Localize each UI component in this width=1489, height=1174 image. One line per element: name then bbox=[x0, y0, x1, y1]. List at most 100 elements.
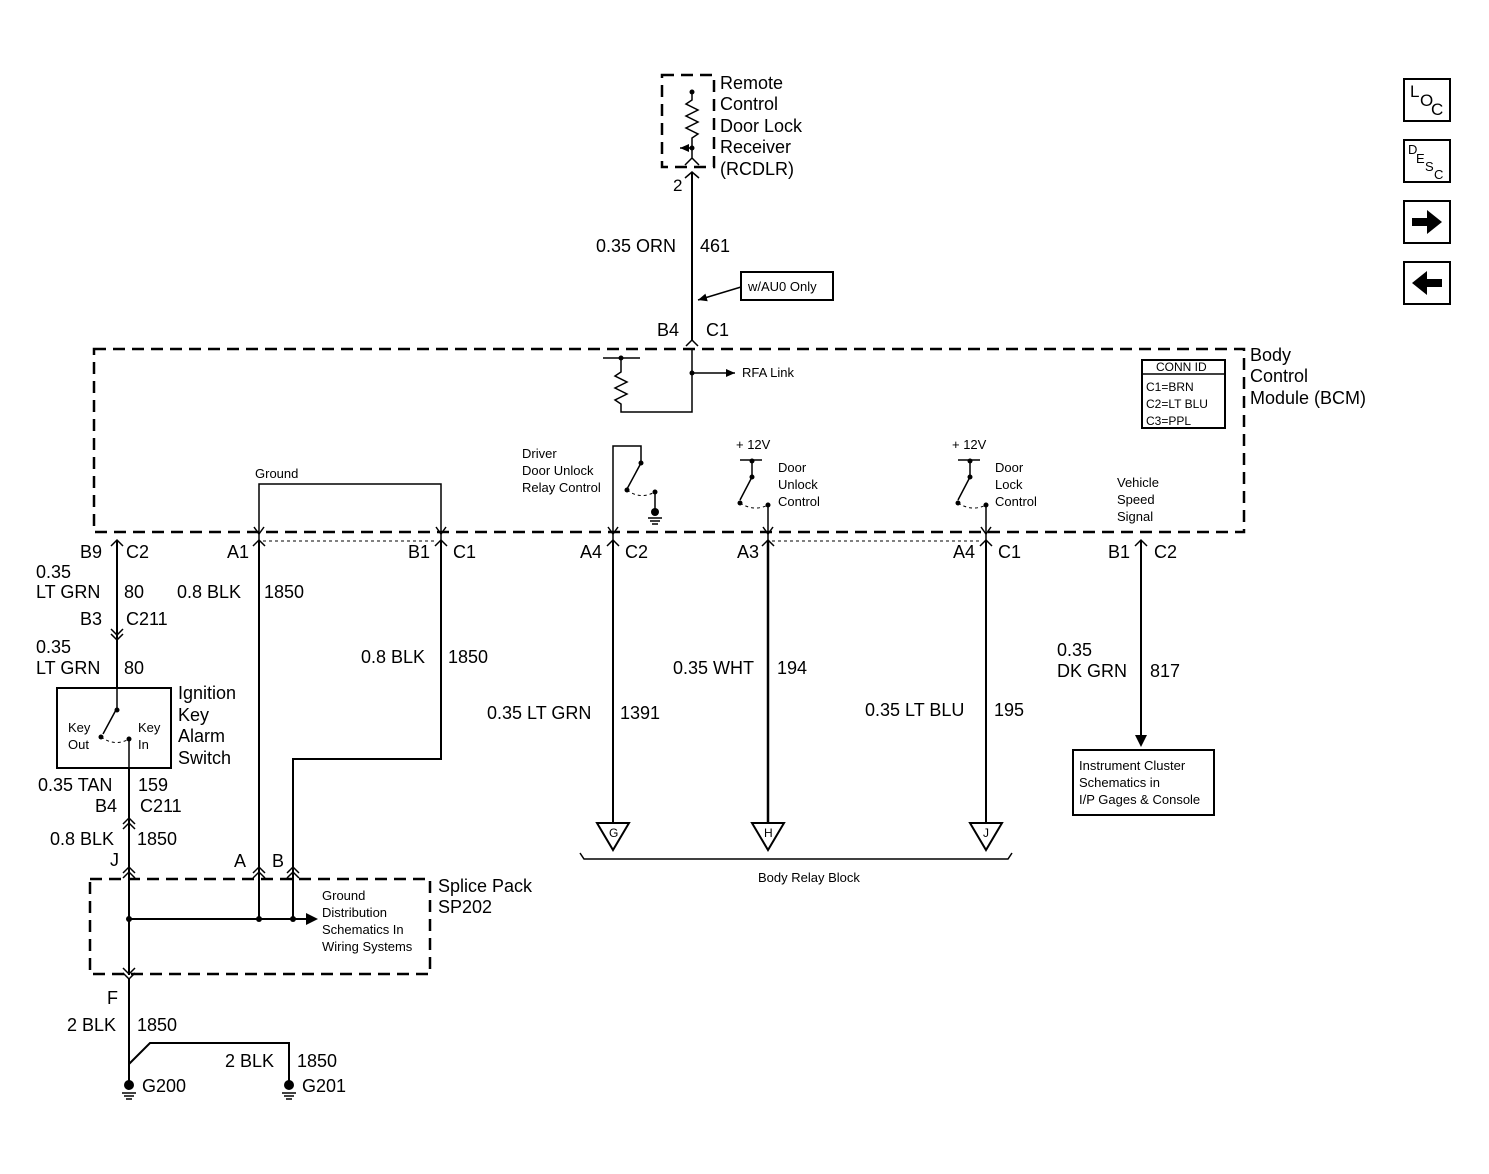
splice-pin-f: F bbox=[107, 988, 118, 1008]
bcm-box bbox=[92, 347, 1246, 534]
pin-b1: B1 bbox=[408, 542, 430, 562]
wire-159-size: 0.35 TAN bbox=[38, 775, 112, 795]
loc-button-c: C bbox=[1431, 100, 1443, 119]
wire-2blk-a-size: 2 BLK bbox=[67, 1015, 116, 1035]
wire-1850a-size: 0.8 BLK bbox=[50, 829, 114, 849]
splice-pack-box bbox=[88, 877, 432, 976]
ignition-label-4: Switch bbox=[178, 748, 231, 768]
rcdlr-label-3: Door Lock bbox=[720, 116, 803, 136]
relay-block-terminals bbox=[579, 822, 1013, 860]
relay-terminal-g: G bbox=[609, 826, 618, 840]
unlock-label-2: Unlock bbox=[778, 477, 818, 492]
splice-pin-j: J bbox=[110, 850, 119, 870]
pin-b1-c2: B1 bbox=[1108, 542, 1130, 562]
arrow-right-icon bbox=[1412, 210, 1442, 234]
vss-label-3: Signal bbox=[1117, 509, 1153, 524]
splice-pin-b: B bbox=[272, 851, 284, 871]
pin-b1-conn: C1 bbox=[453, 542, 476, 562]
unlock-switch bbox=[737, 458, 774, 540]
gnd-ref-label-1: Ground bbox=[322, 888, 365, 903]
lock-12v: + 12V bbox=[952, 437, 987, 452]
lock-label-2: Lock bbox=[995, 477, 1023, 492]
wire-817-circuit: 817 bbox=[1150, 661, 1180, 681]
lock-switch bbox=[955, 458, 992, 540]
back-button[interactable] bbox=[1403, 261, 1451, 305]
splice-pin-a: A bbox=[234, 851, 246, 871]
desc-button-c: C bbox=[1434, 167, 1443, 182]
driver-unlock-label-2: Door Unlock bbox=[522, 463, 594, 478]
pin-a4-c1: A4 bbox=[953, 542, 975, 562]
key-out-label-2: Out bbox=[68, 737, 89, 752]
wire-80a-size-1: 0.35 bbox=[36, 562, 71, 582]
conn-id-table bbox=[1141, 359, 1226, 429]
option-note: w/AU0 Only bbox=[747, 279, 817, 294]
rcdlr-label-5: (RCDLR) bbox=[720, 159, 794, 179]
driver-unlock-switch bbox=[607, 445, 662, 540]
rcdlr-label-4: Receiver bbox=[720, 137, 791, 157]
wire-195-circuit: 195 bbox=[994, 700, 1024, 720]
pin-b9: B9 bbox=[80, 542, 102, 562]
vss-label-2: Speed bbox=[1117, 492, 1155, 507]
driver-unlock-label-3: Relay Control bbox=[522, 480, 601, 495]
unlock-label-1: Door bbox=[778, 460, 807, 475]
pin-b1-c2-conn: C2 bbox=[1154, 542, 1177, 562]
ground-g201-icon bbox=[282, 1080, 296, 1100]
wire-461-circuit: 461 bbox=[700, 236, 730, 256]
driver-unlock-label-1: Driver bbox=[522, 446, 557, 461]
ipc-ref-label-3: I/P Gages & Console bbox=[1079, 792, 1200, 807]
pin-a4-c1-conn: C1 bbox=[998, 542, 1021, 562]
wire-2blk-b-circuit: 1850 bbox=[297, 1051, 337, 1071]
ignition-label-2: Key bbox=[178, 705, 209, 725]
pin-a1: A1 bbox=[227, 542, 249, 562]
desc-button[interactable]: D E S C bbox=[1403, 139, 1451, 183]
relay-terminal-j: J bbox=[983, 826, 989, 840]
ipc-ref-label-2: Schematics in bbox=[1079, 775, 1160, 790]
next-button[interactable] bbox=[1403, 200, 1451, 244]
wire-1850c-size: 0.8 BLK bbox=[361, 647, 425, 667]
desc-button-e: E bbox=[1416, 151, 1425, 166]
splice-label-2: SP202 bbox=[438, 897, 492, 917]
gnd-ref-label-3: Schematics In bbox=[322, 922, 404, 937]
relay-block-label: Body Relay Block bbox=[758, 870, 860, 885]
bcm-ground-loop bbox=[258, 483, 442, 540]
ignition-label-1: Ignition bbox=[178, 683, 236, 703]
wire-80b-size-1: 0.35 bbox=[36, 637, 71, 657]
gnd-ref-label-4: Wiring Systems bbox=[322, 939, 413, 954]
loc-button[interactable]: L O C bbox=[1403, 78, 1451, 122]
key-in-label-2: In bbox=[138, 737, 149, 752]
desc-button-s: S bbox=[1425, 159, 1434, 174]
wire-2blk-b-size: 2 BLK bbox=[225, 1051, 274, 1071]
wire-1850c-circuit: 1850 bbox=[448, 647, 488, 667]
desc-button-d: D bbox=[1408, 142, 1417, 157]
lock-label-1: Door bbox=[995, 460, 1024, 475]
wire-195-size: 0.35 LT BLU bbox=[865, 700, 964, 720]
vss-label-1: Vehicle bbox=[1117, 475, 1159, 490]
key-out-label-1: Key bbox=[68, 720, 91, 735]
conn-id-title: CONN ID bbox=[1156, 360, 1207, 374]
pin-a3: A3 bbox=[737, 542, 759, 562]
wire-80a-circuit: 80 bbox=[124, 582, 144, 602]
ground-g201-label: G201 bbox=[302, 1076, 346, 1096]
pin-b9-conn: C2 bbox=[126, 542, 149, 562]
wire-194-circuit: 194 bbox=[777, 658, 807, 678]
ground-label: Ground bbox=[255, 466, 298, 481]
wire-1850-b1 bbox=[292, 540, 442, 880]
unlock-12v: + 12V bbox=[736, 437, 771, 452]
arrow-left-icon bbox=[1412, 271, 1442, 295]
bcm-top-conn: C1 bbox=[706, 320, 729, 340]
ignition-switch-box bbox=[56, 687, 172, 769]
rcdlr-component bbox=[660, 73, 716, 169]
lock-label-3: Control bbox=[995, 494, 1037, 509]
ipc-ref-label-1: Instrument Cluster bbox=[1079, 758, 1186, 773]
bcm-top-pin: B4 bbox=[657, 320, 679, 340]
ignition-label-3: Alarm bbox=[178, 726, 225, 746]
rcdlr-pin: 2 bbox=[673, 176, 682, 195]
c211-top-conn: C211 bbox=[126, 609, 168, 629]
c211-bot-conn: C211 bbox=[140, 796, 182, 816]
c211-bot-pin: B4 bbox=[95, 796, 117, 816]
rcdlr-label-1: Remote bbox=[720, 73, 783, 93]
wire-1391-circuit: 1391 bbox=[620, 703, 660, 723]
wire-1391-size: 0.35 LT GRN bbox=[487, 703, 591, 723]
loc-button-o: O bbox=[1420, 91, 1433, 110]
bcm-label-1: Body bbox=[1250, 345, 1291, 365]
